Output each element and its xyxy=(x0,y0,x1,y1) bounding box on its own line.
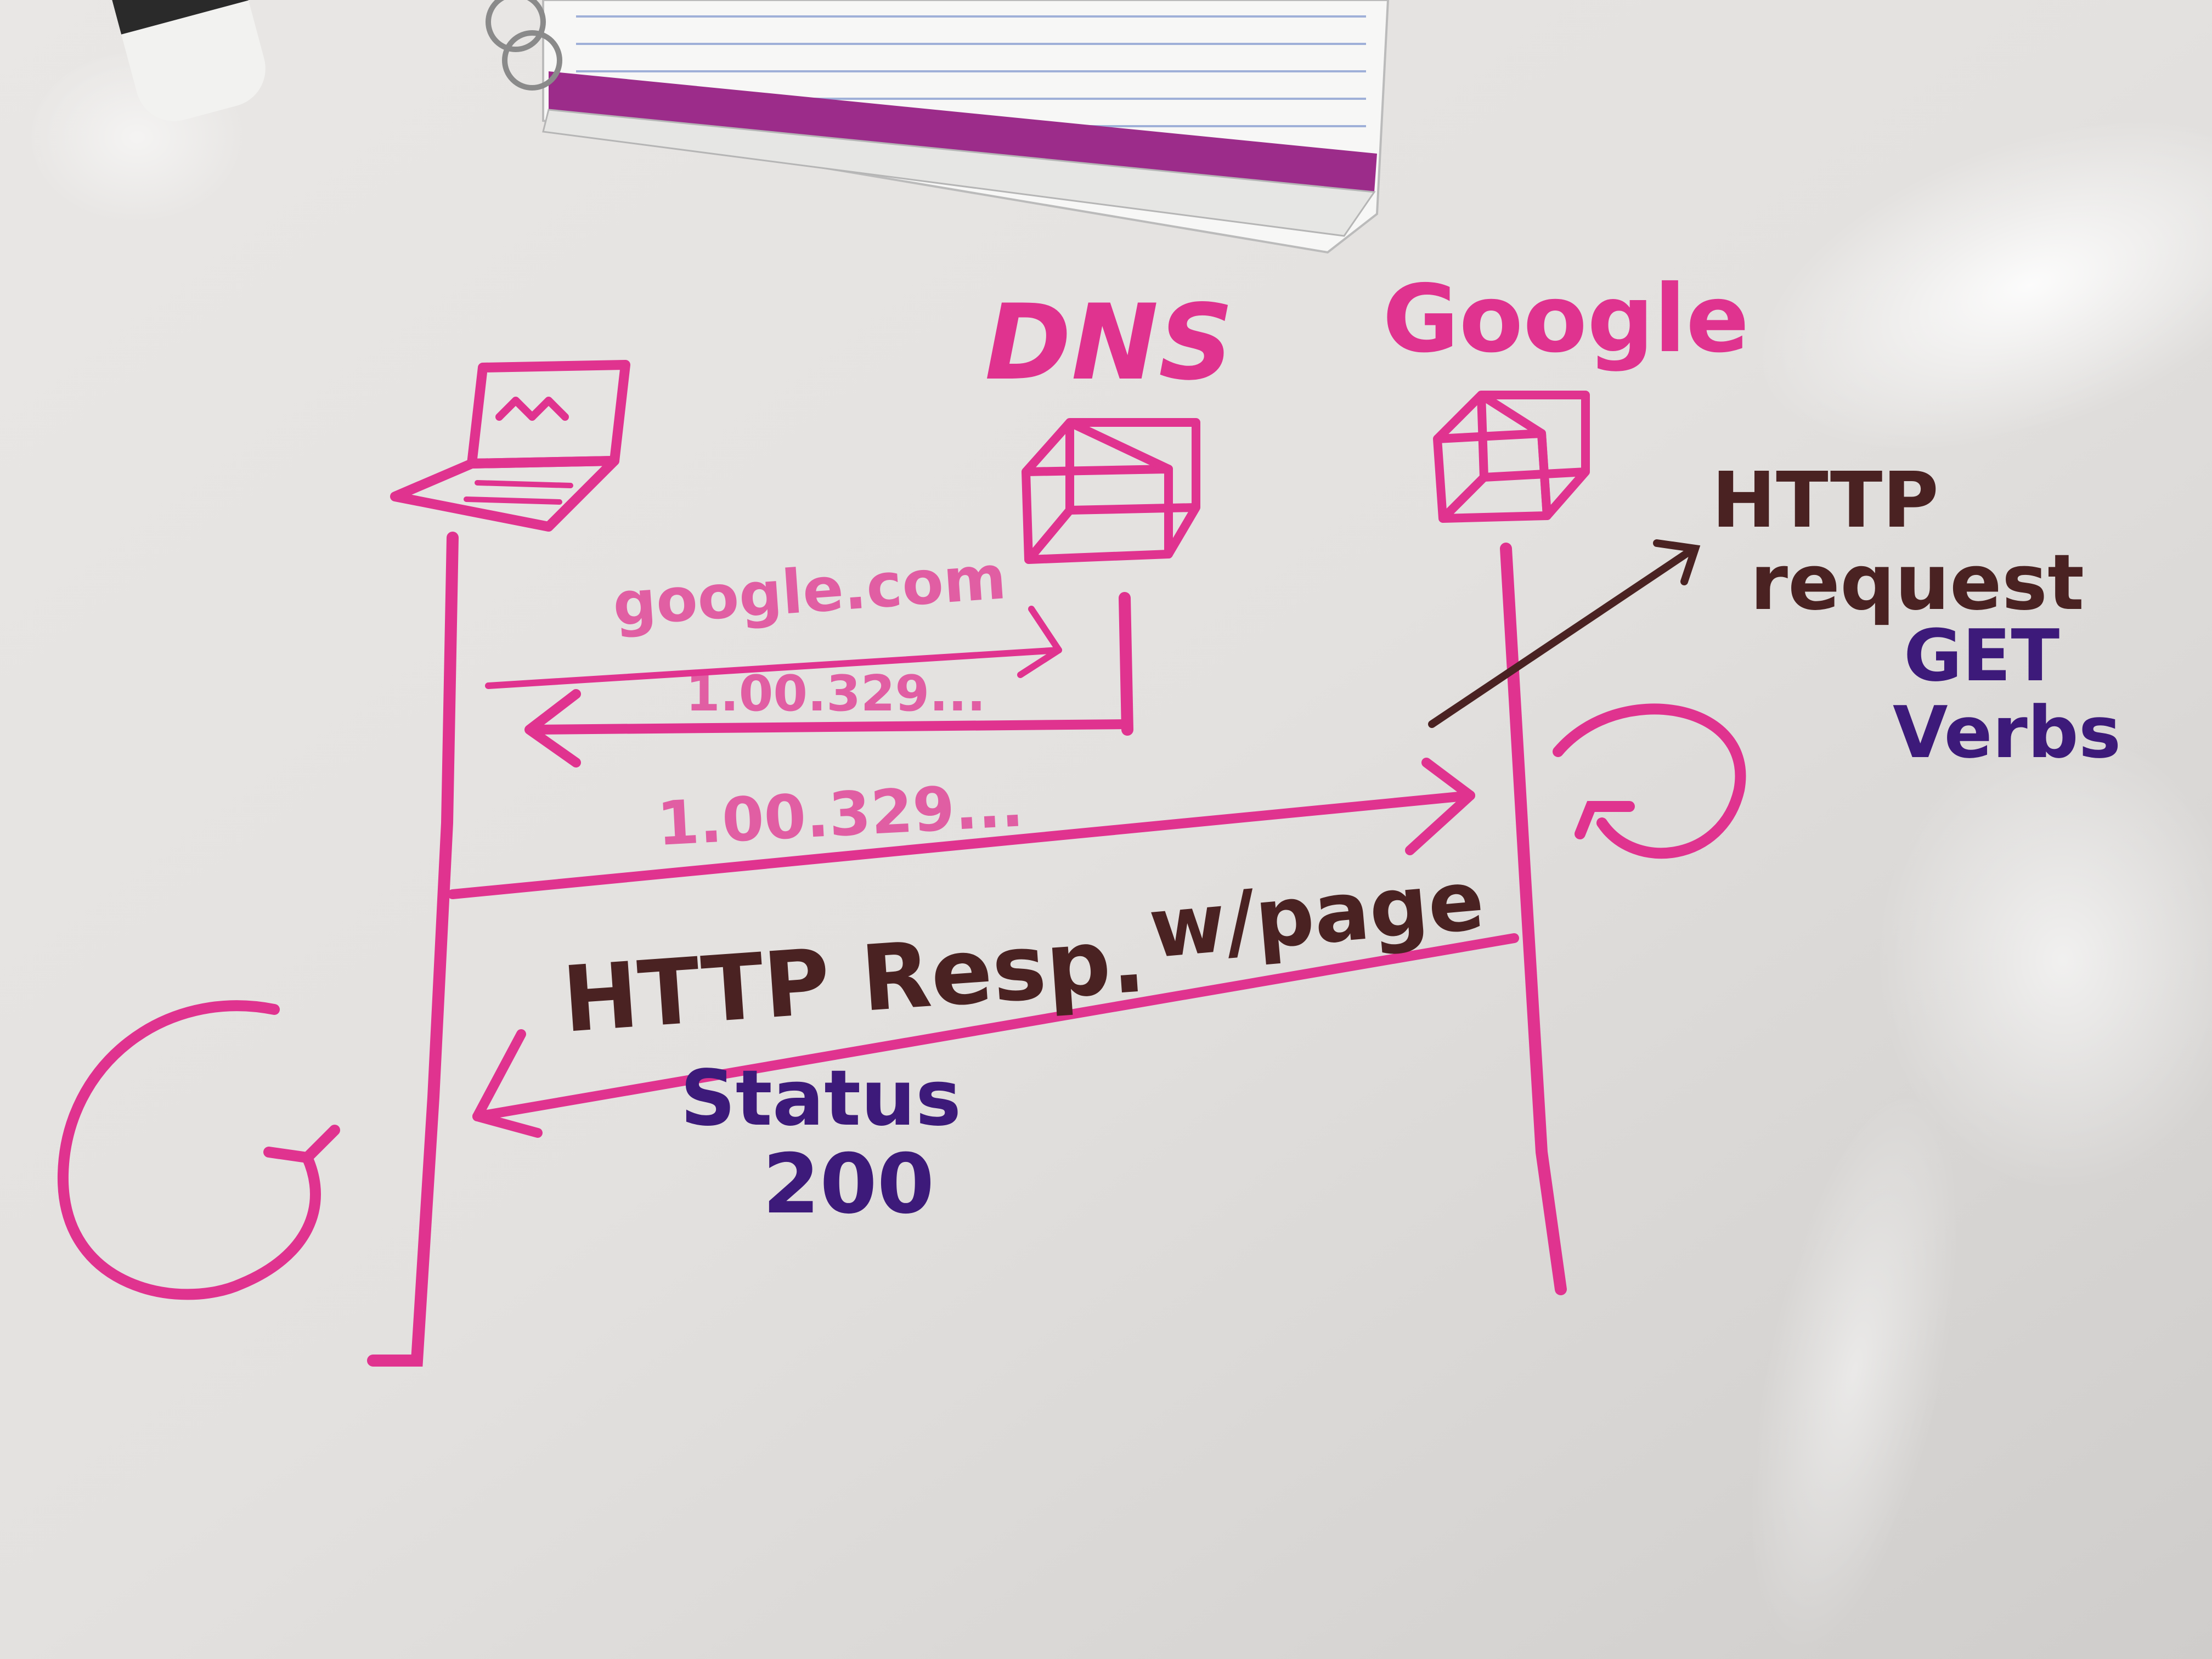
status-code-label: 200 xyxy=(763,1137,934,1232)
dns-label: DNS xyxy=(985,282,1234,403)
dns-lifeline xyxy=(1119,592,1133,736)
get-label: GET xyxy=(1904,614,2059,697)
loop-arrows xyxy=(57,703,1746,1300)
message-arrows xyxy=(448,606,1519,1138)
http-request-label-line2: request xyxy=(1750,538,2084,628)
client-loop xyxy=(57,1000,321,1300)
marker-cap xyxy=(111,0,266,121)
notebook xyxy=(486,0,1390,254)
http-request-label-line1: HTTP xyxy=(1712,456,1939,545)
request-pointer-arrow xyxy=(1428,539,1701,728)
dns-server-icon xyxy=(1022,418,1200,564)
laptop-icon xyxy=(390,360,630,532)
status-label: Status xyxy=(680,1054,961,1143)
dns-query-arrow xyxy=(485,647,1062,689)
google-label: Google xyxy=(1383,265,1749,374)
client-lifeline xyxy=(367,532,459,1367)
http-response-arrow xyxy=(472,933,1519,1121)
verbs-label: Verbs xyxy=(1893,691,2121,774)
dns-reply-arrow xyxy=(530,719,1132,735)
http-request-arrow xyxy=(448,791,1475,899)
google-server-icon xyxy=(1433,391,1590,523)
light-reflections xyxy=(27,49,2212,1651)
lifelines xyxy=(367,532,1567,1367)
google-lifeline xyxy=(1500,543,1567,1295)
google-loop xyxy=(1553,703,1746,859)
dns-reply-label: 1.00.329... xyxy=(686,665,986,723)
